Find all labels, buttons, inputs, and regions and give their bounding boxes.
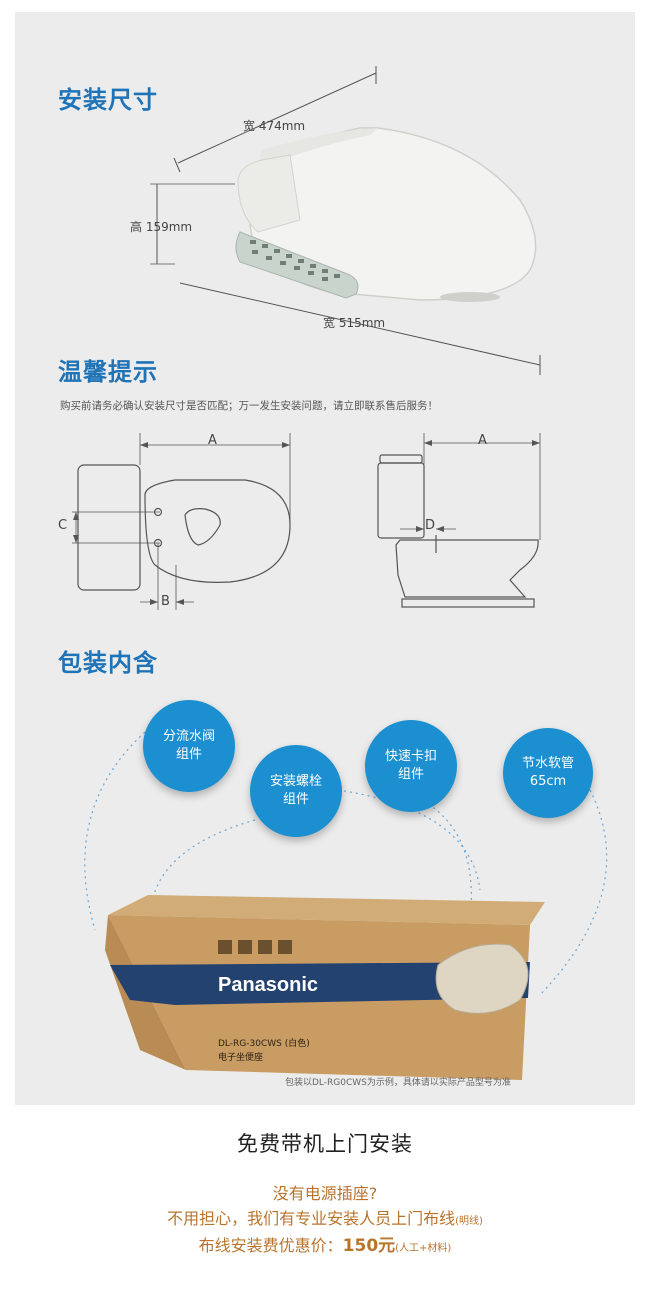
- box-product-name: 电子坐便座: [218, 1053, 264, 1063]
- section-title-tips: 温馨提示: [58, 358, 158, 386]
- component-bubble-diverter-valve: 分流水阀组件: [143, 700, 235, 792]
- no-outlet-question: 没有电源插座?: [272, 1184, 378, 1203]
- width-bottom-label: 宽 515mm: [323, 316, 386, 330]
- diagram-label-a-right: A: [478, 433, 487, 448]
- wiring-service-line: 不用担心，我们有专业安装人员上门布线(明线): [167, 1209, 483, 1228]
- component-bubble-bolts: 安装螺栓组件: [250, 745, 342, 837]
- package-caption: 包装以DL-RG0CWS为示例，具体请以实际产品型号为准: [285, 1078, 511, 1088]
- seat-dimension-illustration: [150, 66, 541, 375]
- diagram-label-b: B: [161, 594, 170, 609]
- diagram-label-d: D: [425, 518, 436, 533]
- component-bubble-quick-clip: 快速卡扣组件: [365, 720, 457, 812]
- section-title-package: 包装内含: [58, 649, 158, 677]
- box-model: DL-RG-30CWS (白色): [218, 1039, 310, 1049]
- diagram-label-a-left: A: [208, 433, 217, 448]
- installation-diagrams: [72, 433, 541, 610]
- product-box-image: [105, 895, 545, 1080]
- section-title-install-size: 安装尺寸: [58, 86, 158, 114]
- box-brand-logo: Panasonic: [218, 974, 319, 996]
- package-connector-lines: [84, 731, 608, 996]
- free-install-headline: 免费带机上门安装: [237, 1132, 413, 1156]
- diagram-label-c: C: [58, 518, 68, 533]
- wiring-price-line: 布线安装费优惠价：150元(人工+材料): [198, 1236, 452, 1256]
- install-notice: 购买前请务必确认安装尺寸是否匹配；万一发生安装问题，请立即联系售后服务！: [60, 400, 438, 412]
- wiring-price: 150元: [342, 1236, 396, 1256]
- width-top-label: 宽 474mm: [243, 119, 306, 133]
- height-label: 高 159mm: [130, 220, 193, 234]
